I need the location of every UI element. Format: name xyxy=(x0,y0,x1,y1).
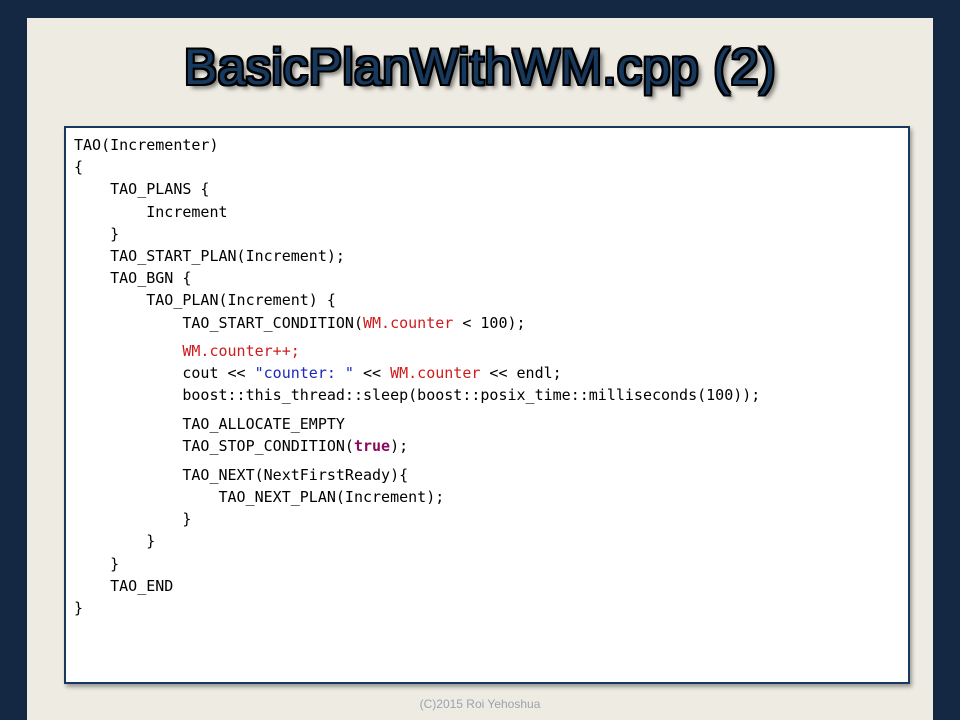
code-text: boost::this_thread::sleep(boost::posix_t… xyxy=(74,386,761,405)
code-line: { xyxy=(74,156,760,178)
code-line: TAO(Incrementer) xyxy=(74,134,760,156)
wm-reference: WM.counter xyxy=(362,313,454,332)
code-text: } xyxy=(74,598,84,617)
code-text: << xyxy=(353,364,391,383)
code-text: cout << xyxy=(74,364,255,383)
code-line: } xyxy=(74,597,760,619)
code-text: TAO_END xyxy=(74,576,174,595)
code-line: } xyxy=(74,508,760,530)
code-listing: TAO(Incrementer) { TAO_PLANS { Increment… xyxy=(74,134,760,619)
slide-footer: (C)2015 Roi Yehoshua xyxy=(419,697,541,711)
keyword-literal: true xyxy=(353,437,391,456)
code-line: Increment xyxy=(74,201,760,223)
code-text: TAO_ALLOCATE_EMPTY xyxy=(74,415,345,434)
string-literal: "counter: " xyxy=(254,364,354,383)
code-text: } xyxy=(74,224,120,243)
code-line: TAO_START_PLAN(Increment); xyxy=(74,245,760,267)
code-text: { xyxy=(74,158,84,177)
code-text: TAO_BGN { xyxy=(74,269,192,288)
code-text: TAO(Incrementer) xyxy=(74,136,219,154)
code-text: Increment xyxy=(74,202,228,221)
code-line: TAO_NEXT_PLAN(Increment); xyxy=(74,486,760,508)
code-line: } xyxy=(74,530,760,552)
code-text: TAO_PLAN(Increment) { xyxy=(74,291,336,310)
wm-reference: WM.counter++; xyxy=(182,342,300,361)
code-line: TAO_PLAN(Increment) { xyxy=(74,289,760,311)
code-line: boost::this_thread::sleep(boost::posix_t… xyxy=(74,384,760,406)
code-text: } xyxy=(74,554,120,573)
code-text: } xyxy=(74,510,192,529)
code-text: TAO_NEXT(NextFirstReady){ xyxy=(74,465,409,484)
code-line: } xyxy=(74,223,760,245)
code-line: TAO_END xyxy=(74,575,760,597)
code-text: < 100); xyxy=(453,313,526,332)
code-box xyxy=(64,126,910,684)
code-line: cout << "counter: " << WM.counter << end… xyxy=(74,362,760,384)
code-text: ); xyxy=(390,437,409,456)
code-text: TAO_NEXT_PLAN(Increment); xyxy=(74,487,445,506)
code-text xyxy=(74,342,182,360)
code-text: } xyxy=(74,532,156,551)
code-text: TAO_PLANS { xyxy=(74,180,210,199)
code-text: << endl; xyxy=(480,364,562,383)
code-line: } xyxy=(74,553,760,575)
code-text: TAO_STOP_CONDITION( xyxy=(74,437,354,456)
wm-reference: WM.counter xyxy=(390,364,481,383)
code-line: TAO_START_CONDITION(WM.counter < 100); xyxy=(74,312,760,334)
code-text: TAO_START_PLAN(Increment); xyxy=(74,246,345,265)
code-line: TAO_STOP_CONDITION(true); xyxy=(74,435,760,457)
code-line: TAO_PLANS { xyxy=(74,178,760,200)
code-line: TAO_NEXT(NextFirstReady){ xyxy=(74,464,760,486)
code-text: TAO_START_CONDITION( xyxy=(74,313,363,332)
code-line: TAO_BGN { xyxy=(74,267,760,289)
code-line: TAO_ALLOCATE_EMPTY xyxy=(74,413,760,435)
slide-title: BasicPlanWithWM.cpp (2) xyxy=(183,39,777,95)
code-line: WM.counter++; xyxy=(74,340,760,362)
